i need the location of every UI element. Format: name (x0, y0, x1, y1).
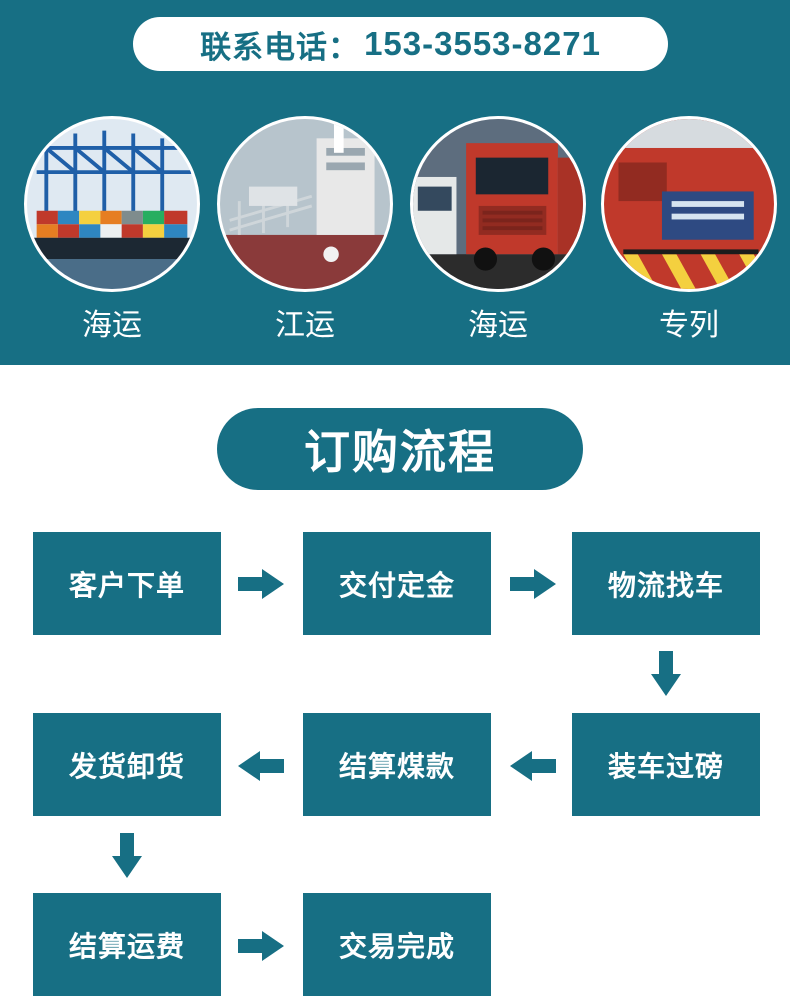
process-step-5: 结算煤款 (303, 713, 491, 816)
process-step-8: 交易完成 (303, 893, 491, 996)
process-step-3: 物流找车 (572, 532, 760, 635)
process-step-4: 装车过磅 (572, 713, 760, 816)
process-step-2: 交付定金 (303, 532, 491, 635)
transport-caption: 海运 (82, 308, 142, 343)
transport-image-river (217, 116, 393, 292)
transport-caption: 海运 (468, 308, 528, 343)
transport-image-train (601, 116, 777, 292)
transport-caption: 江运 (275, 308, 335, 343)
process-title: 订购流程 (217, 408, 583, 490)
arrow-left-icon (510, 751, 556, 781)
contact-label: 联系电话： (200, 29, 361, 66)
transport-image-sea-2 (410, 116, 586, 292)
arrow-right-icon (238, 931, 284, 961)
arrow-right-icon (510, 569, 556, 599)
process-step-1: 客户下单 (33, 532, 221, 635)
arrow-down-icon (651, 651, 681, 696)
header-banner: 联系电话： 153-3553-8271 海运 (0, 0, 790, 365)
process-step-7: 结算运费 (33, 893, 221, 996)
transport-image-sea-1 (24, 116, 200, 292)
transport-caption: 专列 (659, 308, 719, 343)
arrow-left-icon (238, 751, 284, 781)
contact-phone-number[interactable]: 153-3553-8271 (364, 25, 601, 62)
process-step-6: 发货卸货 (33, 713, 221, 816)
arrow-right-icon (238, 569, 284, 599)
contact-phone-pill[interactable]: 联系电话： 153-3553-8271 (133, 17, 668, 71)
arrow-down-icon (112, 833, 142, 878)
